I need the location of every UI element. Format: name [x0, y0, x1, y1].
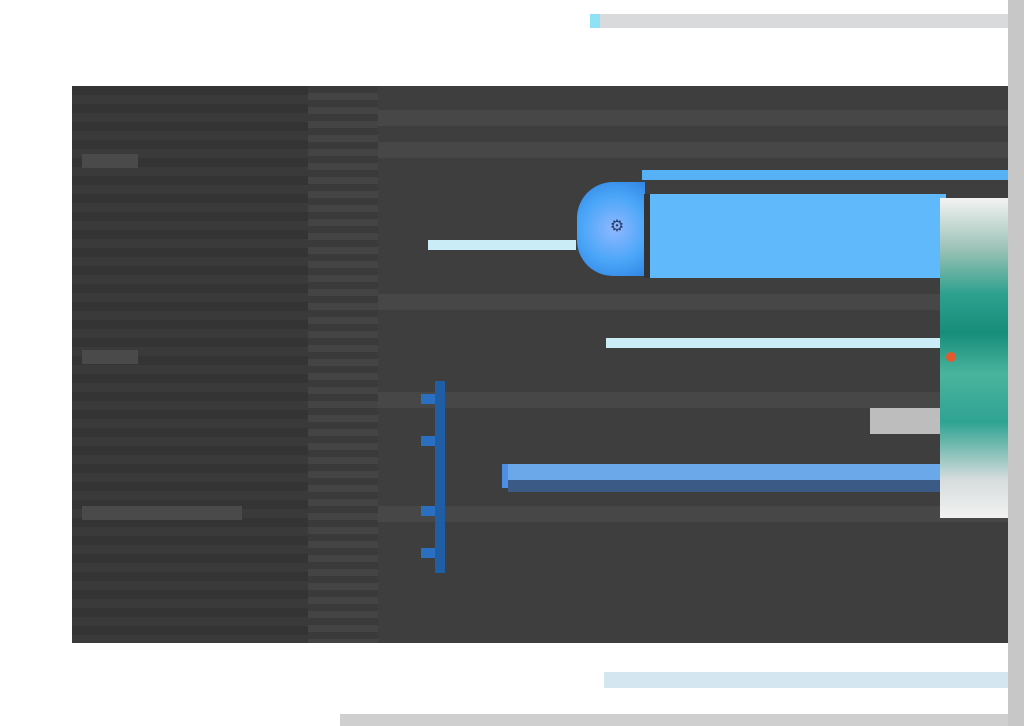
- sidebar-item[interactable]: [82, 350, 138, 364]
- text-line: [428, 240, 576, 250]
- indicator-dot: [946, 352, 956, 362]
- user-icon: ⚙: [609, 216, 625, 235]
- sidebar-item[interactable]: [82, 506, 242, 520]
- vertical-track[interactable]: [435, 381, 445, 573]
- top-strip: [600, 14, 1010, 28]
- selected-row[interactable]: [508, 464, 1010, 492]
- tick-mark: [421, 506, 435, 516]
- top-strip-handle[interactable]: [590, 14, 602, 28]
- content-row: [378, 294, 1010, 310]
- sidebar-secondary: [308, 86, 378, 643]
- content-row: [378, 392, 1010, 408]
- tick-mark: [421, 548, 435, 558]
- highlight-panel[interactable]: [644, 194, 946, 278]
- sidebar-item[interactable]: [82, 154, 138, 168]
- accent-bar: [642, 170, 1010, 180]
- status-bar: [604, 672, 1008, 688]
- content-row: [378, 142, 1010, 158]
- content-row: [378, 110, 1010, 126]
- status-chip: [870, 408, 942, 434]
- app-window: ⚙: [72, 86, 1010, 726]
- text-line: [606, 338, 940, 348]
- tick-mark: [421, 394, 435, 404]
- avatar[interactable]: [577, 182, 645, 276]
- content-row: [378, 506, 1010, 522]
- window-edge: [1008, 0, 1024, 726]
- horizontal-scrollbar[interactable]: [340, 714, 1008, 726]
- sidebar: [72, 86, 308, 643]
- tick-mark: [421, 436, 435, 446]
